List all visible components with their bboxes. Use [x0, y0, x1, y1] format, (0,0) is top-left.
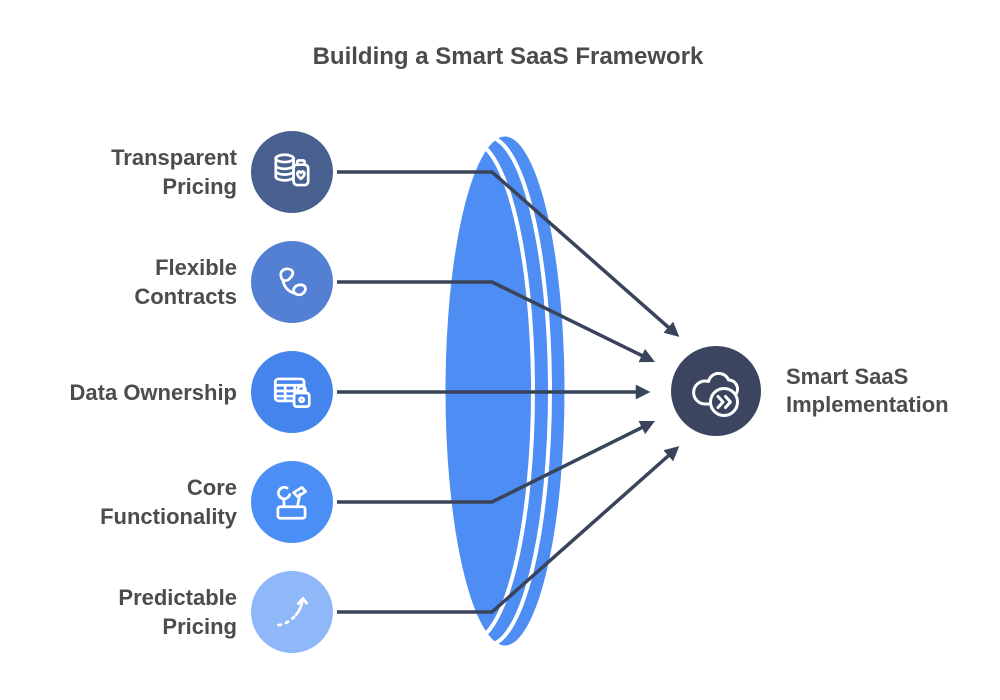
label-line: Pricing — [162, 614, 237, 639]
item-icon-transparent-pricing — [247, 127, 337, 217]
label-line: Pricing — [162, 174, 237, 199]
label-line: Implementation — [786, 392, 949, 417]
label-predictable-pricing: Predictable Pricing — [20, 567, 237, 657]
connector-core-functionality — [292, 420, 655, 504]
label-core-functionality: Core Functionality — [20, 457, 237, 547]
label-line: Data Ownership — [69, 379, 237, 405]
label-line: Flexible — [155, 255, 237, 280]
label-transparent-pricing: Transparent Pricing — [20, 127, 237, 217]
connector-predictable-pricing — [292, 446, 680, 614]
label-flexible-contracts: Flexible Contracts — [20, 237, 237, 327]
result-node — [667, 342, 765, 440]
table-lock-icon — [273, 377, 311, 408]
item-icon-flexible-contracts — [247, 237, 337, 327]
label-line: Smart SaaS — [786, 364, 909, 389]
phone-icon — [279, 267, 307, 297]
item-icon-data-ownership — [247, 347, 337, 437]
label-line: Core — [186, 475, 237, 500]
growth-arrow-icon — [277, 597, 308, 627]
label-line: Transparent — [111, 145, 237, 170]
label-line: Functionality — [100, 504, 237, 529]
connector-flexible-contracts — [292, 280, 655, 363]
label-data-ownership: Data Ownership — [20, 347, 237, 437]
tools-hammer-wrench-icon — [276, 485, 307, 520]
diagram-title: Building a Smart SaaS Framework — [312, 43, 704, 70]
item-icon-core-functionality — [247, 457, 337, 547]
connector-transparent-pricing — [292, 170, 680, 337]
label-line: Contracts — [134, 284, 237, 309]
label-smart-saas-implementation: Smart SaaS Implementation — [786, 363, 949, 419]
label-line: Predictable — [118, 585, 237, 610]
item-icon-predictable-pricing — [247, 567, 337, 657]
coins-jar-icon — [274, 153, 310, 187]
cloud-fast-forward-icon — [692, 371, 740, 417]
